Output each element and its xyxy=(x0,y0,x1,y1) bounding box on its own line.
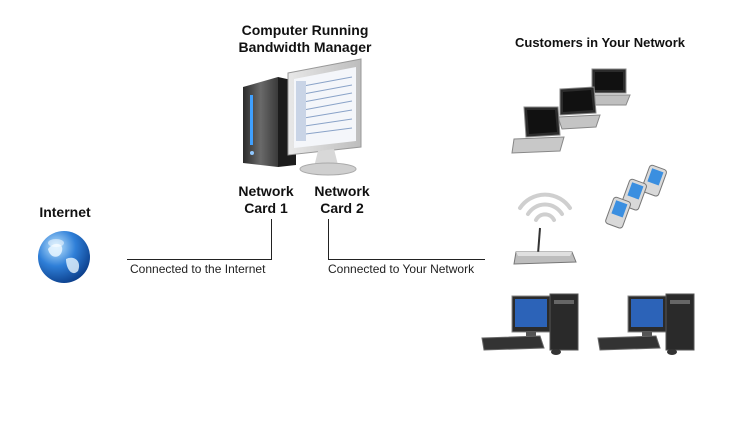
card1-line1: Network xyxy=(238,183,294,199)
wireless-router-icon xyxy=(510,172,580,268)
desktop-computer-icon xyxy=(596,292,702,358)
customers-label: Customers in Your Network xyxy=(515,35,685,50)
internet-connection-line xyxy=(127,259,272,260)
connected-to-internet-caption: Connected to the Internet xyxy=(130,262,266,276)
internet-label: Internet xyxy=(39,204,91,220)
card1-line2: Card 1 xyxy=(244,200,288,216)
card1-vertical-line xyxy=(271,219,272,260)
card2-line2: Card 2 xyxy=(320,200,364,216)
computer-with-monitor-icon xyxy=(238,55,368,177)
network-connection-line xyxy=(328,259,485,260)
title: Computer Running Bandwidth Manager xyxy=(225,22,385,56)
globe-icon xyxy=(36,229,92,285)
network-card-2-label: Network Card 2 xyxy=(304,183,380,217)
desktop-computer-icon xyxy=(480,292,586,358)
card2-line1: Network xyxy=(314,183,370,199)
network-card-1-label: Network Card 1 xyxy=(228,183,304,217)
title-line1: Computer Running xyxy=(241,22,369,38)
card2-vertical-line xyxy=(328,219,329,260)
title-line2: Bandwidth Manager xyxy=(238,39,372,55)
connected-to-network-caption: Connected to Your Network xyxy=(328,262,475,276)
pda-icon xyxy=(605,163,669,233)
laptop-icon xyxy=(510,67,632,155)
